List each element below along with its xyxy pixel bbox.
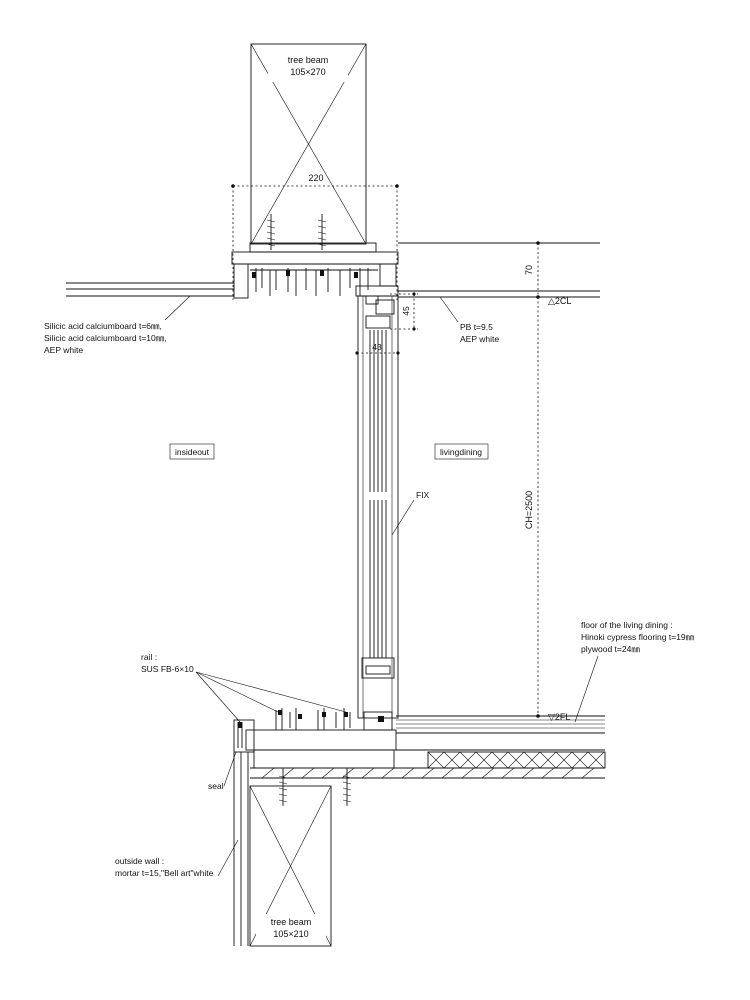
svg-text:SUS FB-6×10: SUS FB-6×10 xyxy=(141,664,194,674)
outside-wall-note: outside wall : mortar t=15,"Bell art"whi… xyxy=(115,839,239,878)
top-beam-name: tree beam xyxy=(288,55,329,65)
sash-height-label: 45 xyxy=(401,306,411,316)
floor-layers: ▽2FL xyxy=(250,712,606,779)
fixed-glass-window xyxy=(357,295,399,731)
outside-ceiling-boards xyxy=(66,282,234,297)
top-screws xyxy=(266,214,327,250)
sash-dimensions: 45 43 xyxy=(355,292,418,355)
seal-note: seal xyxy=(208,751,237,791)
floor-level-label: ▽2FL xyxy=(548,712,570,722)
svg-text:outside wall :: outside wall : xyxy=(115,856,164,866)
bottom-beam-name: tree beam xyxy=(271,917,312,927)
svg-text:insideout: insideout xyxy=(175,447,210,457)
svg-text:mortar t=15,"Bell art"white: mortar t=15,"Bell art"white xyxy=(115,868,214,878)
inside-ceiling-note: PB t=9.5 AEP white xyxy=(439,296,499,344)
svg-text:AEP white: AEP white xyxy=(44,345,83,355)
window-sill-frame xyxy=(233,708,397,769)
inside-ceiling-lines xyxy=(398,242,600,298)
svg-text:Silicic acid calciumboard t=6㎜: Silicic acid calciumboard t=6㎜, xyxy=(44,321,162,331)
outside-ceiling-note: Silicic acid calciumboard t=6㎜, Silicic … xyxy=(44,295,191,355)
svg-text:seal: seal xyxy=(208,781,224,791)
room-label-outside: insideout xyxy=(169,443,215,460)
floor-note: floor of the living dining : Hinoki cypr… xyxy=(574,620,695,723)
ceiling-level-label: △2CL xyxy=(548,296,571,306)
ceiling-height-label: CH=2500 xyxy=(524,491,534,529)
beam-width-label: 220 xyxy=(308,173,323,183)
sash-depth-label: 43 xyxy=(372,342,382,352)
window-head-frame xyxy=(231,242,399,305)
bottom-tree-beam: tree beam 105×210 xyxy=(249,785,332,947)
ceiling-drop-dimension: 70 △2CL xyxy=(524,241,571,306)
bottom-beam-size: 105×210 xyxy=(273,929,308,939)
fix-note: FIX xyxy=(391,490,430,536)
svg-text:PB t=9.5: PB t=9.5 xyxy=(460,322,493,332)
svg-text:AEP white: AEP white xyxy=(460,334,499,344)
room-label-inside: livingdining xyxy=(434,443,489,460)
fix-label: FIX xyxy=(416,490,430,500)
beam-width-dimension: 220 xyxy=(231,173,399,300)
svg-text:Silicic acid calciumboard t=10: Silicic acid calciumboard t=10㎜, xyxy=(44,333,167,343)
top-beam-size: 105×270 xyxy=(290,67,325,77)
ceiling-height-dimension: CH=2500 xyxy=(524,297,540,718)
svg-text:livingdining: livingdining xyxy=(440,447,482,457)
outside-wall xyxy=(233,752,249,946)
ceiling-drop-label: 70 xyxy=(524,265,534,275)
svg-text:floor of the living dining :: floor of the living dining : xyxy=(581,620,673,630)
bottom-screws xyxy=(278,768,352,806)
rail-note: rail : SUS FB-6×10 xyxy=(141,652,347,723)
svg-text:plywood t=24㎜: plywood t=24㎜ xyxy=(581,644,640,654)
svg-text:rail :: rail : xyxy=(141,652,157,662)
top-tree-beam: tree beam 105×270 xyxy=(250,43,367,245)
svg-text:Hinoki cypress flooring t=19㎜: Hinoki cypress flooring t=19㎜ xyxy=(581,632,695,642)
